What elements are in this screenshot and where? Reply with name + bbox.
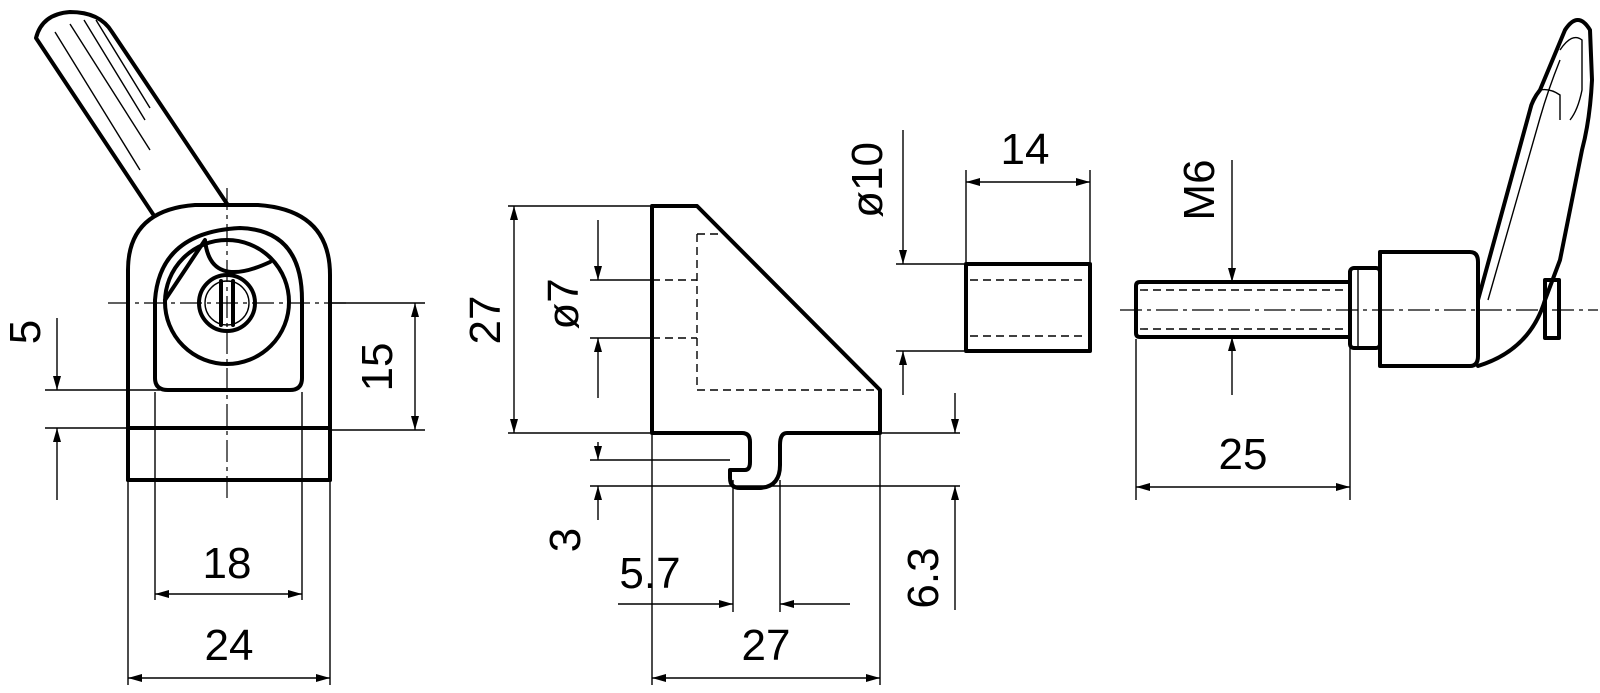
dim-sleeve-length: 14 — [1001, 125, 1050, 174]
housing-inner — [153, 226, 304, 392]
side-view-block: 27 ø7 3 6.3 5.7 27 — [461, 204, 960, 685]
screw-collar — [1348, 266, 1382, 350]
cam-lever — [1476, 18, 1594, 368]
dim-groove-offset: 5.7 — [619, 549, 680, 598]
dim-foot-height: 6.3 — [899, 547, 948, 608]
base-plate — [126, 426, 332, 482]
dim-bore-diameter: ø7 — [539, 278, 588, 329]
sleeve-view: ø10 14 — [843, 125, 1092, 395]
lever-hub-body — [1378, 250, 1480, 368]
dim-block-height: 27 — [461, 296, 510, 345]
dim-slot-width: 18 — [203, 539, 252, 588]
threaded-shank — [1134, 280, 1352, 339]
front-view-clamp: 5 15 18 24 — [1, 10, 425, 685]
dim-block-height-right: 15 — [353, 343, 402, 392]
hidden-bore — [696, 234, 880, 391]
dim-block-length: 27 — [742, 621, 791, 670]
lever-screw-view: M6 25 — [1120, 18, 1598, 500]
dim-base-width: 24 — [205, 621, 254, 670]
dim-thread-length: 25 — [1219, 430, 1268, 479]
dim-groove-depth: 3 — [541, 528, 590, 552]
dim-sleeve-diameter: ø10 — [843, 142, 892, 218]
block-outline — [650, 204, 882, 490]
sleeve-body — [964, 262, 1092, 353]
dim-base-height: 5 — [1, 320, 50, 344]
dim-thread: M6 — [1175, 159, 1224, 220]
